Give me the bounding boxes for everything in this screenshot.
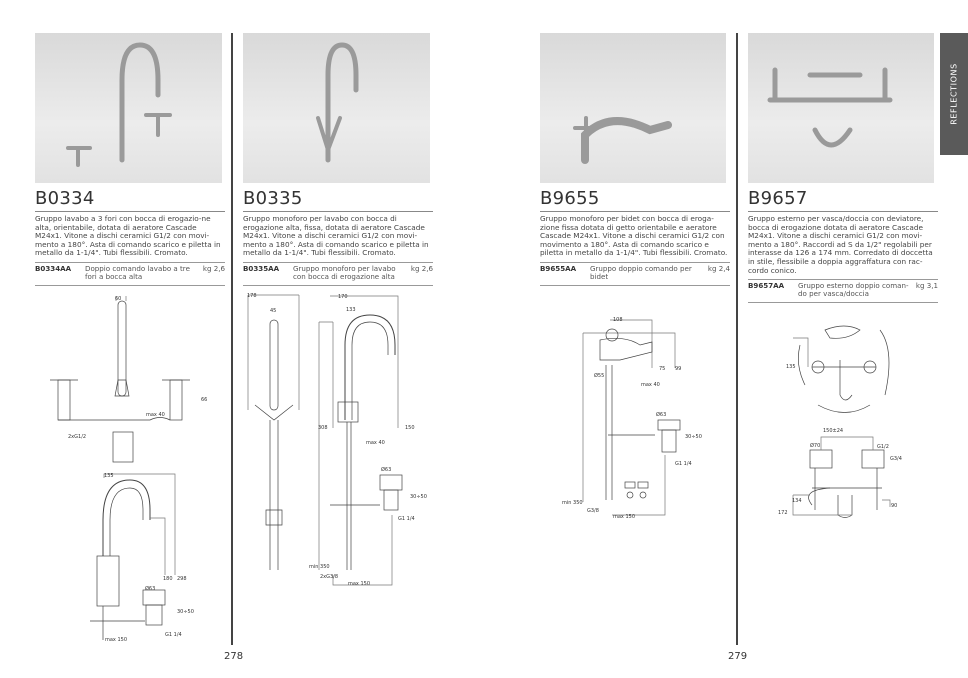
product-code-row: B0334AA Doppio comando lavabo a tre fori …: [35, 263, 225, 286]
dim-label: max 40: [366, 440, 385, 446]
dim-label: Ø55: [594, 372, 604, 379]
product-photo-b9655: [540, 33, 726, 183]
page-number-right: 279: [728, 651, 748, 662]
dim-label: 30÷50: [177, 609, 194, 615]
product-b9657: B9657 Gruppo esterno per vasca/doccia co…: [748, 188, 938, 304]
dim-label: G3/8: [587, 508, 599, 514]
dim-label: 150: [405, 425, 415, 431]
dim-label: 135: [104, 473, 114, 479]
dim-label: 99: [675, 366, 681, 372]
dim-label: 180: [163, 576, 173, 582]
dim-label: 134: [792, 498, 802, 504]
faucet-photo-art: [66, 42, 893, 167]
product-b0334: B0334 Gruppo lavabo a 3 fori con bocca d…: [35, 188, 225, 286]
product-code-row: B9655AA Gruppo doppio comando per bidet kg…: [540, 263, 730, 286]
column-divider: [736, 33, 738, 645]
product-photo-b0334: [35, 33, 222, 183]
dim-label: 133: [346, 307, 356, 313]
column-divider: [231, 33, 233, 645]
dim-label: 2xG3/8: [320, 574, 338, 580]
dim-label: 135: [786, 364, 796, 370]
dim-label: max 40: [146, 412, 165, 418]
product-code: B9655AA: [540, 263, 577, 273]
product-description: Gruppo monoforo per bidet con bocca di e…: [540, 214, 730, 263]
dim-label: 75: [659, 366, 665, 372]
dim-label: 66: [201, 397, 207, 403]
dim-label: min 350: [562, 500, 583, 506]
dim-label: min 350: [309, 564, 330, 570]
dim-label: 2xG1/2: [68, 434, 86, 440]
dim-label: 172: [778, 510, 788, 516]
product-weight: kg 2,4: [707, 263, 730, 273]
dim-label: Ø63: [145, 585, 155, 592]
product-weight: kg 2,6: [410, 263, 433, 273]
dim-label: G1 1/4: [675, 461, 692, 467]
product-code: B0334AA: [35, 263, 72, 273]
product-weight: kg 3,1: [915, 281, 938, 291]
page-number-left: 278: [224, 651, 244, 662]
product-code-row: B0335AA Gruppo monoforo per lavabo con bo…: [243, 263, 433, 286]
product-name: Gruppo esterno doppio coman-do per vasca…: [798, 281, 909, 299]
product-photo-b0335: [243, 33, 430, 183]
product-weight: kg 2,6: [202, 263, 225, 273]
dim-label: 150±24: [823, 428, 843, 434]
dim-label: Ø63: [656, 411, 666, 418]
dim-label: 45: [270, 308, 276, 314]
dim-label: Ø63: [381, 466, 391, 473]
dim-label: 178: [247, 293, 257, 299]
product-description: Gruppo lavabo a 3 fori con bocca di erog…: [35, 214, 225, 263]
dim-label: Ø70: [810, 442, 820, 449]
product-code-row: B9657AA Gruppo esterno doppio coman-do pe…: [748, 280, 938, 304]
dim-label: 108: [613, 317, 623, 323]
dim-label: 30÷50: [685, 434, 702, 440]
dim-label: max 40: [641, 382, 660, 388]
product-description: Gruppo esterno per vasca/doccia con devi…: [748, 214, 938, 281]
dim-label: G3/4: [890, 456, 902, 462]
dim-label: 90: [891, 503, 897, 509]
product-name: Gruppo doppio comando per bidet: [590, 263, 692, 281]
section-tab[interactable]: REFLECTIONS: [940, 33, 968, 155]
product-b0335: B0335 Gruppo monoforo per lavabo con boc…: [243, 188, 433, 286]
dim-label: 298: [177, 576, 187, 582]
product-b9655: B9655 Gruppo monoforo per bidet con bocc…: [540, 188, 730, 286]
dim-label: 308: [318, 425, 328, 431]
product-title: B9657: [748, 188, 938, 212]
dim-label: max 150: [348, 581, 370, 587]
dim-label: G1 1/4: [165, 632, 182, 638]
dim-label: max 150: [105, 637, 127, 643]
product-code: B9657AA: [748, 281, 785, 291]
dim-label: G1/2: [877, 444, 889, 450]
drawing-lines: [50, 294, 891, 640]
product-name: Gruppo monoforo per lavabo con bocca di …: [293, 263, 396, 281]
dim-label: 60: [115, 296, 121, 302]
dim-label: 30÷50: [410, 494, 427, 500]
product-description: Gruppo monoforo per lavabo con bocca di …: [243, 214, 433, 263]
product-code: B0335AA: [243, 263, 280, 273]
dimension-labels: 60 max 40 66 2xG1/2 135 180 298 Ø63 30÷5…: [68, 293, 902, 643]
product-title: B0335: [243, 188, 433, 212]
dim-label: G1 1/4: [398, 516, 415, 522]
product-title: B0334: [35, 188, 225, 212]
dim-label: max 150: [613, 514, 635, 520]
product-photo-b9657: [748, 33, 934, 183]
product-name: Doppio comando lavabo a tre fori a bocca…: [85, 263, 190, 281]
dim-label: 170: [338, 294, 348, 300]
product-title: B9655: [540, 188, 730, 212]
